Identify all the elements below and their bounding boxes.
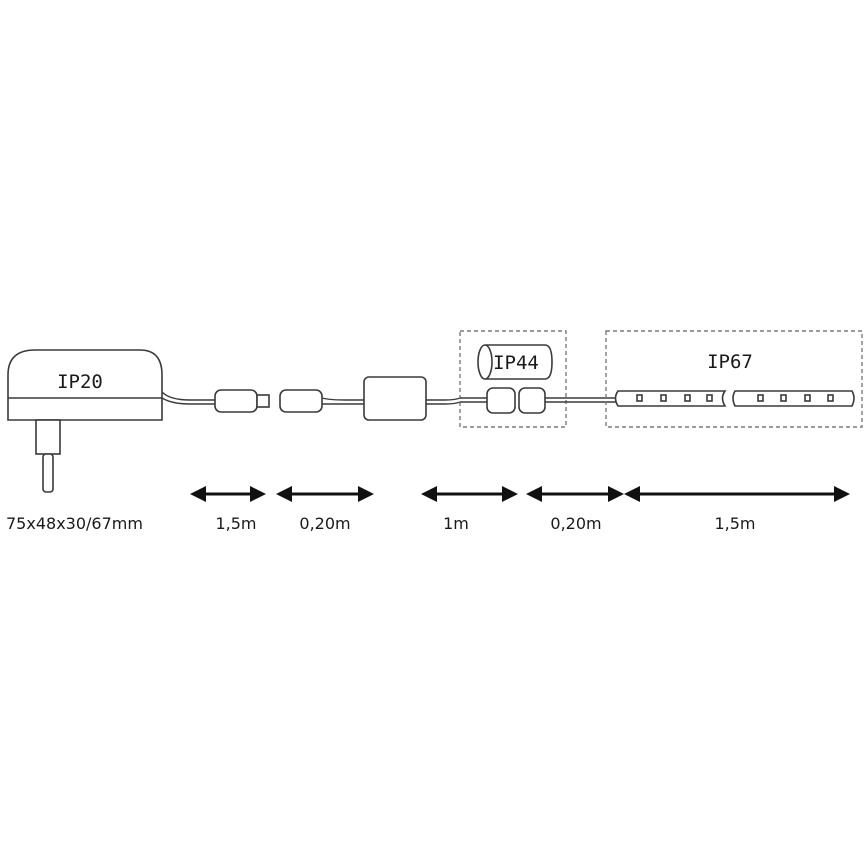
ip44-cable-in [460,397,487,403]
dimension-arrow-4 [526,486,624,502]
ip44-connector-left [486,387,516,414]
controller-cable [426,397,461,405]
led-strip-segment [732,390,855,407]
barrel-socket [279,389,323,413]
socket-cable [321,397,365,405]
ip44-connector-right [518,387,546,414]
dimension-label: 0,20m [299,514,350,533]
ip44-tag-end [477,344,493,380]
dimension-label: 1m [443,514,469,533]
dimension-arrow-1 [190,486,266,502]
led-chip [757,394,764,402]
led-chip [827,394,834,402]
led-chip [804,394,811,402]
ip44-tag-body [485,344,553,380]
strip-rating: IP67 [707,351,753,373]
dimension-arrow-2 [276,486,374,502]
led-chip [780,394,787,402]
ip67-zone [605,330,863,428]
strip-lead-cable [566,397,618,403]
controller-box [363,376,427,421]
barrel-socket-body [279,389,323,413]
led-chip [636,394,643,402]
led-chip [684,394,691,402]
ip44-cylinder: IP44 [477,344,553,380]
power-adapter: IP20 [7,349,163,493]
ip44-cable-out [545,397,566,403]
dimension-label: 1,5m [215,514,256,533]
led-chip [660,394,667,402]
dimension-label: 1,5m [714,514,755,533]
led-strip-segment [614,390,727,407]
adapter-body [7,349,163,421]
dimension-label: 0,20m [550,514,601,533]
barrel-connector-tip [256,394,270,408]
adapter-cable [161,391,215,405]
barrel-connector [214,389,270,413]
connector-rating: IP44 [493,352,539,374]
barrel-connector-body [214,389,258,413]
dimension-arrow-3 [421,486,518,502]
led-strip [614,390,855,407]
adapter-dimensions: 75x48x30/67mm [6,514,143,533]
dimension-arrow-5 [624,486,850,502]
adapter-plug-pin [42,453,54,493]
ip44-zone [459,330,567,428]
adapter-rating: IP20 [57,371,103,393]
led-chip [706,394,713,402]
adapter-plug-base [35,419,61,455]
